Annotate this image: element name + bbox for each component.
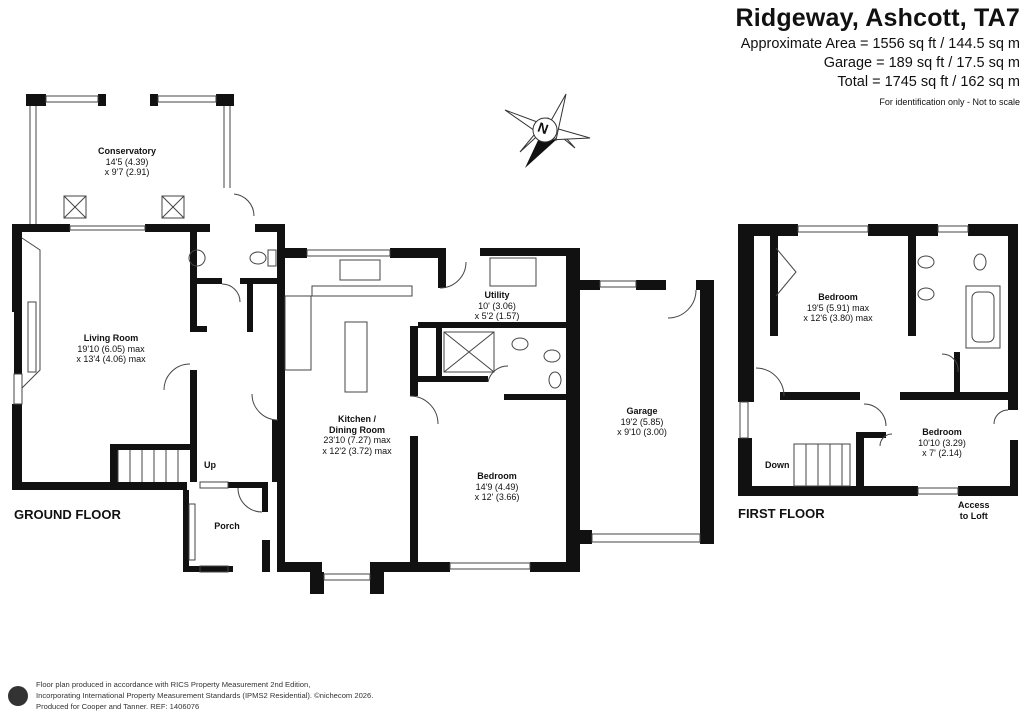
room-dim: 23'10 (7.27) max — [323, 435, 391, 445]
room-bedroom-first-2: Bedroom 10'10 (3.29) x 7' (2.14) — [918, 427, 966, 459]
room-garage: Garage 19'2 (5.85) x 9'10 (3.00) — [617, 406, 667, 438]
stairs-down-label: Down — [765, 460, 790, 470]
loft-line-1: Access — [958, 500, 990, 510]
room-name: Conservatory — [97, 146, 157, 156]
footer-line-3: Produced for Cooper and Tanner. REF: 140… — [36, 702, 200, 711]
room-dim: x 13'4 (4.06) max — [76, 354, 146, 364]
room-dim: 19'5 (5.91) max — [806, 302, 870, 313]
first-floor-label: FIRST FLOOR — [738, 506, 825, 521]
disclaimer-text: For identification only - Not to scale — [879, 97, 1020, 107]
garage-area-text: Garage = 189 sq ft / 17.5 sq m — [823, 55, 1020, 71]
room-name: Bedroom — [922, 427, 962, 437]
room-dim: 10'10 (3.29) — [918, 437, 966, 448]
room-name: Living Room — [83, 333, 139, 343]
approx-area-text: Approximate Area = 1556 sq ft / 144.5 sq… — [740, 36, 1020, 52]
room-dim: 19'2 (5.85) — [620, 416, 664, 427]
total-area-text: Total = 1745 sq ft / 162 sq m — [837, 74, 1020, 90]
loft-access-label: Access to Loft — [958, 500, 990, 522]
room-dim: 19'10 (6.05) max — [77, 343, 145, 354]
room-name: Utility — [484, 290, 510, 300]
room-dim: x 12'6 (3.80) max — [803, 313, 873, 323]
room-living-room: Living Room 19'10 (6.05) max x 13'4 (4.0… — [76, 333, 145, 365]
room-dim: x 9'7 (2.91) — [104, 167, 150, 177]
room-dim: x 9'10 (3.00) — [617, 427, 667, 437]
footer-line-1: Floor plan produced in accordance with R… — [36, 680, 311, 689]
room-name: Bedroom — [818, 292, 858, 302]
room-name: Garage — [626, 406, 658, 416]
fittings — [13, 95, 1009, 581]
footer-line-2: Incorporating International Property Mea… — [36, 691, 374, 700]
room-dim: x 12' (3.66) — [474, 492, 520, 502]
room-bedroom-first-1: Bedroom 19'5 (5.91) max x 12'6 (3.80) ma… — [803, 292, 872, 324]
nichecom-logo-icon — [8, 686, 28, 706]
room-dim: 10' (3.06) — [478, 300, 516, 311]
room-name: Porch — [214, 521, 240, 531]
room-dim: x 12'2 (3.72) max — [322, 445, 392, 456]
property-title: Ridgeway, Ashcott, TA7 — [735, 4, 1020, 32]
stairs-up-label: Up — [204, 460, 216, 470]
room-dim: x 5'2 (1.57) — [474, 311, 520, 321]
room-kitchen-dining: Kitchen / Dining Room 23'10 (7.27) max x… — [322, 414, 391, 456]
loft-line-2: to Loft — [959, 511, 988, 521]
room-porch: Porch — [214, 521, 240, 532]
room-utility: Utility 10' (3.06) x 5'2 (1.57) — [475, 290, 520, 322]
room-bedroom-ground: Bedroom 14'9 (4.49) x 12' (3.66) — [475, 471, 520, 503]
room-dim: 14'9 (4.49) — [475, 481, 519, 492]
room-name: Kitchen / — [337, 414, 376, 424]
room-dim: 14'5 (4.39) — [105, 156, 149, 167]
room-dim: x 7' (2.14) — [922, 448, 962, 458]
room-conservatory: Conservatory 14'5 (4.39) x 9'7 (2.91) — [98, 146, 156, 178]
ground-floor-label: GROUND FLOOR — [14, 507, 121, 522]
compass — [504, 93, 591, 168]
room-name: Dining Room — [329, 424, 385, 435]
room-name: Bedroom — [477, 471, 517, 481]
walls — [12, 94, 1018, 594]
